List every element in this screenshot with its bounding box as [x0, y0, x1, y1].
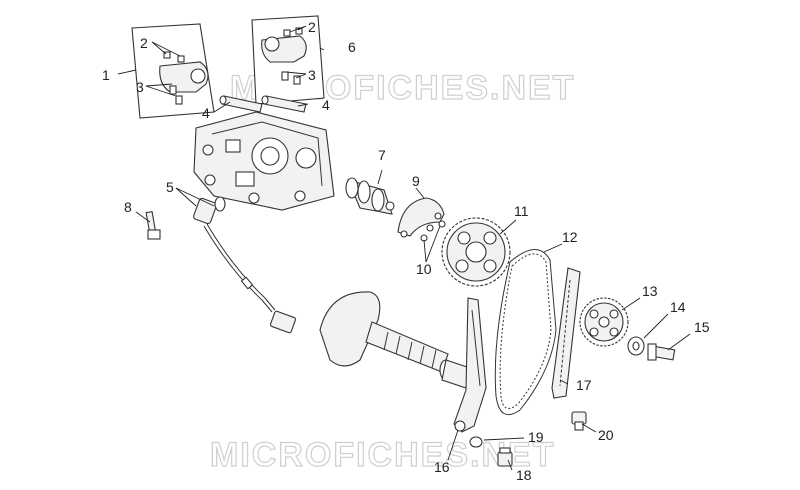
camshaft-sprocket — [441, 217, 511, 287]
callout-1: 1 — [102, 67, 110, 83]
callout-15: 15 — [694, 319, 710, 335]
crank-sprocket — [579, 297, 629, 347]
callout-5: 5 — [166, 179, 174, 195]
washer-14 — [627, 336, 645, 356]
callout-2a: 2 — [140, 35, 148, 51]
bracket — [397, 197, 445, 238]
sprocket-bolt-15 — [647, 343, 676, 361]
callout-3a: 3 — [136, 79, 144, 95]
callout-4a: 4 — [202, 105, 210, 121]
callout-19: 19 — [528, 429, 544, 445]
callout-16: 16 — [434, 459, 450, 475]
cylinder-head — [193, 111, 335, 211]
callout-2b: 2 — [308, 19, 316, 35]
chain-guide — [551, 267, 581, 399]
callout-18: 18 — [516, 467, 532, 483]
callout-14: 14 — [670, 299, 686, 315]
callout-7: 7 — [378, 147, 386, 163]
sensor-with-cable — [193, 196, 297, 334]
callout-10: 10 — [416, 261, 432, 277]
callout-13: 13 — [642, 283, 658, 299]
callout-9: 9 — [412, 173, 420, 189]
callout-11: 11 — [514, 203, 529, 219]
seal-19 — [469, 436, 483, 448]
callout-6: 6 — [348, 39, 356, 55]
rocker-arm-set-left — [131, 23, 215, 119]
callout-4b: 4 — [322, 97, 330, 113]
rocker-shafts — [219, 95, 307, 113]
callout-8: 8 — [124, 199, 132, 215]
callout-17: 17 — [576, 377, 592, 393]
callout-3b: 3 — [308, 67, 316, 83]
tensioner-shoe — [453, 297, 487, 433]
bolt-20 — [571, 411, 587, 431]
watermark-bottom: MICROFICHES.NET — [210, 436, 555, 474]
timing-chain — [494, 249, 557, 416]
camshaft — [345, 177, 395, 215]
screws-10 — [420, 220, 446, 242]
crankshaft — [319, 291, 471, 389]
callout-20: 20 — [598, 427, 614, 443]
rocker-arm-set-right — [251, 15, 325, 105]
callout-12: 12 — [562, 229, 578, 245]
leader-lines — [117, 25, 691, 471]
bolt-8 — [145, 211, 161, 240]
callout-labels: 1 2 3 2 3 6 4 4 5 8 7 9 10 11 12 13 14 1… — [102, 19, 710, 483]
plug-18 — [497, 447, 513, 467]
